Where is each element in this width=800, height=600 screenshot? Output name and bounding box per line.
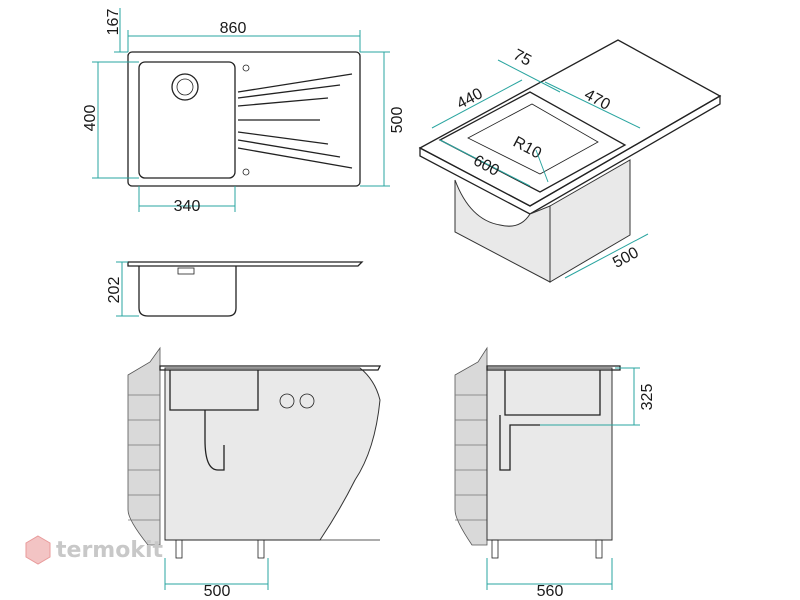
dim-label-440: 440 (454, 85, 486, 113)
dim-label-75: 75 (510, 46, 534, 69)
dim-label-470: 470 (581, 86, 613, 114)
front-drain-trap (204, 410, 225, 471)
dim-label-500-top: 500 (389, 107, 406, 134)
top-view: 860 167 400 500 340 (82, 8, 406, 215)
dim-label-325: 325 (639, 384, 656, 411)
leg-left (175, 539, 183, 559)
drain-outer (171, 73, 199, 101)
sink-cutout (438, 91, 627, 193)
countertop-top (418, 39, 722, 207)
knockout-2 (299, 393, 315, 409)
dim-label-500-front: 500 (204, 583, 231, 600)
side-cabinet (486, 367, 613, 541)
overflow-hole-top (242, 64, 250, 72)
dim-label-400: 400 (82, 105, 99, 132)
watermark: termokit (25, 535, 163, 565)
front-sink-profile (159, 365, 382, 371)
drain-inner (176, 78, 194, 96)
front-cabinet (164, 367, 381, 541)
front-install-view: 500 (127, 346, 382, 600)
watermark-logo-icon (25, 535, 51, 565)
sink-rim-profile (127, 261, 364, 267)
side-drain-trap (499, 415, 540, 471)
cabinet-front (454, 179, 551, 283)
dim-label-202: 202 (106, 277, 123, 304)
sink-outline-top (127, 51, 361, 187)
front-wall (127, 346, 161, 546)
side-leg-left (491, 539, 499, 559)
cabinet-side (549, 159, 631, 283)
side-wall (454, 346, 488, 546)
knockout-1 (279, 393, 295, 409)
side-leg-right (595, 539, 603, 559)
watermark-text: termokit (56, 538, 163, 563)
leg-right (257, 539, 265, 559)
iso-view: 75 440 470 R10 600 500 (418, 39, 722, 283)
side-bowl (504, 370, 601, 416)
side-sink-profile (486, 365, 621, 371)
dim-label-500-iso: 500 (610, 244, 642, 272)
overflow-slot (177, 267, 195, 275)
drainboard-grooves (237, 73, 353, 169)
overflow-hole-bottom (242, 168, 250, 176)
side-profile: 202 (106, 261, 364, 317)
bowl-outline-top (138, 61, 236, 179)
dim-label-600: 600 (470, 152, 502, 180)
side-wall-bricks (455, 394, 487, 521)
dim-label-860: 860 (220, 20, 247, 37)
dim-label-560: 560 (537, 583, 564, 600)
dim-label-167: 167 (105, 9, 122, 36)
side-install-view: 325 560 (454, 346, 656, 600)
dim-label-340: 340 (174, 198, 201, 215)
front-bowl (169, 370, 259, 411)
countertop-edge (419, 94, 721, 215)
bowl-profile (138, 266, 237, 317)
front-wall-bricks (128, 394, 160, 521)
bowl-iso (467, 103, 599, 175)
